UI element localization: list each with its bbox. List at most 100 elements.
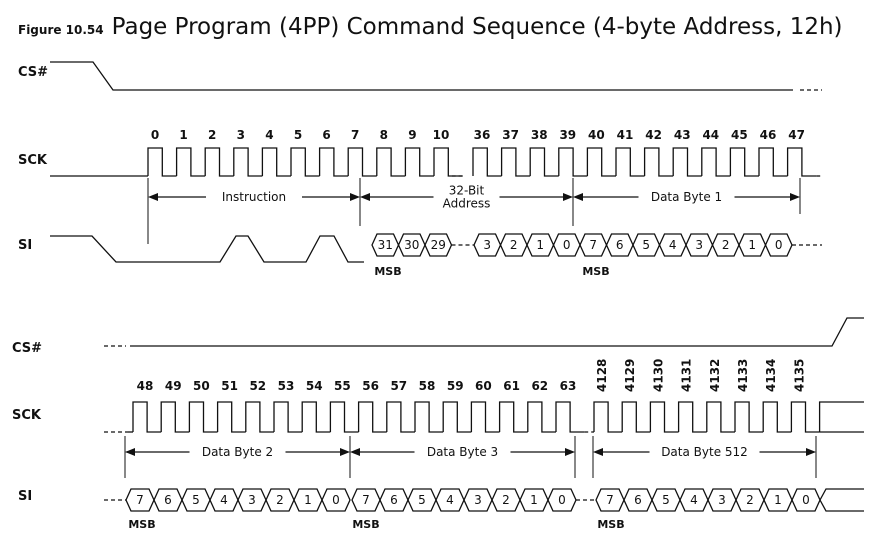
- span-address-label: 32-Bit: [449, 184, 485, 198]
- sck-clock-number: 4131: [680, 359, 694, 392]
- span-instruction-label: Instruction: [222, 190, 286, 204]
- si-data-byte-1-bit: 4: [669, 238, 677, 252]
- si-data-byte-1-bit: 3: [695, 238, 703, 252]
- si-data-byte-2-bit: 0: [332, 493, 340, 507]
- si-data-byte-512-bit: 3: [718, 493, 726, 507]
- sck-clock-top-b: [472, 147, 817, 177]
- si-data-byte-2-bit: 3: [248, 493, 256, 507]
- figure-caption: Page Program (4PP) Command Sequence (4-b…: [111, 14, 843, 40]
- sck-clock-number: 5: [294, 128, 302, 142]
- si-data-byte-3-bit: 6: [390, 493, 398, 507]
- sck-clock-number: 43: [674, 128, 691, 142]
- si-data-byte-512-bit: 6: [634, 493, 642, 507]
- si-data-byte-3-bit: 3: [474, 493, 482, 507]
- sck-clock-number: 62: [531, 379, 548, 393]
- sck-clock-number: 45: [731, 128, 748, 142]
- si-data-byte-2-bit: 5: [192, 493, 200, 507]
- msb-label: MSB: [352, 518, 379, 531]
- span-data-byte-512-arrowhead-right: [806, 448, 816, 456]
- si-data-byte-3-bit: 1: [530, 493, 538, 507]
- si-label-top: SI: [18, 238, 32, 253]
- sck-clock-number: 36: [474, 128, 491, 142]
- sck-clock-number: 54: [306, 379, 323, 393]
- sck-clock-number: 1: [179, 128, 187, 142]
- sck-clock-number: 6: [322, 128, 330, 142]
- cs-waveform-top: [50, 61, 793, 91]
- sck-clock-number: 4129: [623, 359, 637, 392]
- sck-clock-number: 44: [702, 128, 719, 142]
- figure-number: Figure 10.54: [18, 23, 104, 37]
- sck-label-top: SCK: [18, 153, 48, 168]
- msb-label: MSB: [128, 518, 155, 531]
- span-data-byte-2-arrowhead-left: [125, 448, 135, 456]
- sck-clock-number: 41: [617, 128, 634, 142]
- sck-return-high-bottom: [818, 401, 864, 432]
- sck-clock-number: 50: [193, 379, 210, 393]
- si-data-byte-1-bit: 5: [642, 238, 650, 252]
- span-data-byte-3-arrowhead-left: [350, 448, 360, 456]
- si-data-byte-2-bit: 6: [164, 493, 172, 507]
- sck-clock-number: 60: [475, 379, 492, 393]
- si-data-byte-512-bit: 2: [746, 493, 754, 507]
- si-data-byte-3-bit: 4: [446, 493, 454, 507]
- cs-label-bottom: CS#: [12, 341, 42, 356]
- span-data-byte-512-arrowhead-left: [593, 448, 603, 456]
- sck-clock-number: 0: [151, 128, 159, 142]
- si-address-bit: 0: [563, 238, 571, 252]
- si-data-byte-512-bit: 5: [662, 493, 670, 507]
- si-data-byte-1-bit: 0: [775, 238, 783, 252]
- sck-clock-number: 4128: [595, 359, 609, 392]
- si-address-bit: 29: [431, 238, 446, 252]
- span-data-byte-1-arrowhead-left: [573, 193, 583, 201]
- si-label-bottom: SI: [18, 489, 32, 504]
- sck-clock-number: 46: [760, 128, 777, 142]
- sck-clock-number: 49: [165, 379, 182, 393]
- span-instruction-arrowhead-right: [350, 193, 360, 201]
- sck-clock-number: 2: [208, 128, 216, 142]
- si-address-bit: 2: [510, 238, 518, 252]
- sck-clock-number: 42: [645, 128, 662, 142]
- span-data-byte-1-arrowhead-right: [790, 193, 800, 201]
- msb-label: MSB: [597, 518, 624, 531]
- si-data-byte-512-bit: 1: [774, 493, 782, 507]
- span-address-arrowhead-right: [563, 193, 573, 201]
- sck-clock-bottom-a: [132, 401, 585, 433]
- span-data-byte-2-arrowhead-right: [340, 448, 350, 456]
- sck-clock-top-a: [147, 147, 463, 177]
- sck-label-bottom: SCK: [12, 408, 42, 423]
- sck-clock-number: 48: [137, 379, 154, 393]
- si-address-bit: 30: [404, 238, 419, 252]
- si-address-bit: 1: [536, 238, 544, 252]
- si-data-byte-1-bit: 2: [722, 238, 730, 252]
- sck-clock-number: 3: [237, 128, 245, 142]
- si-data-byte-2-bit: 7: [136, 493, 144, 507]
- span-data-byte-1-label: Data Byte 1: [651, 190, 722, 204]
- si-data-byte-3-bit: 2: [502, 493, 510, 507]
- figure-title: Figure 10.54 Page Program (4PP) Command S…: [18, 14, 843, 40]
- si-address-bit: 31: [378, 238, 393, 252]
- si-data-byte-2-bit: 4: [220, 493, 228, 507]
- sck-clock-number: 57: [390, 379, 407, 393]
- sck-clock-number: 4135: [792, 359, 806, 392]
- sck-clock-number: 9: [408, 128, 416, 142]
- sck-clock-number: 7: [351, 128, 359, 142]
- sck-clock-number: 8: [380, 128, 388, 142]
- span-address-label: Address: [443, 197, 491, 211]
- si-data-byte-3-bit: 0: [558, 493, 566, 507]
- sck-clock-number: 40: [588, 128, 605, 142]
- si-tail-low: [819, 499, 864, 512]
- si-data-byte-512-bit: 0: [802, 493, 810, 507]
- si-data-byte-512-bit: 4: [690, 493, 698, 507]
- sck-clock-number: 39: [559, 128, 576, 142]
- msb-label: MSB: [582, 265, 609, 278]
- sck-clock-bottom-b: [593, 401, 820, 433]
- sck-clock-number: 53: [278, 379, 295, 393]
- sck-clock-number: 4133: [736, 359, 750, 392]
- si-data-byte-2-bit: 2: [276, 493, 284, 507]
- si-data-byte-512-bit: 7: [606, 493, 614, 507]
